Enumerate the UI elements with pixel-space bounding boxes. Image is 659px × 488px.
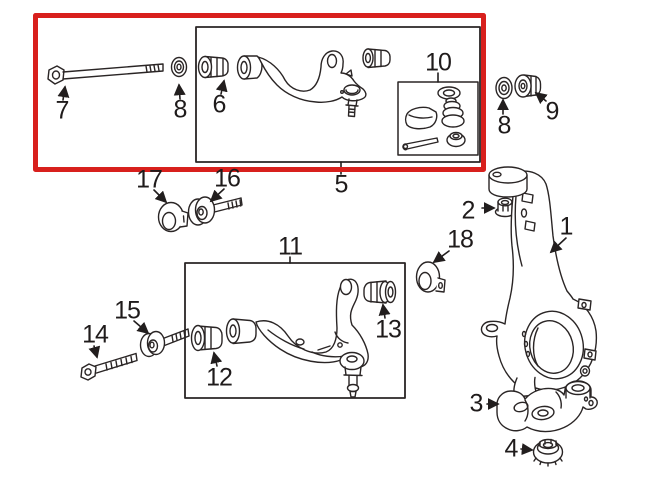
part-9-flange-nut-drawing (514, 74, 542, 98)
part-label-14: 14 (82, 320, 109, 349)
part-3-ball-joint-bracket-drawing (496, 380, 598, 433)
part-16-cam-bolt-drawing (187, 196, 243, 226)
highlight-box (33, 13, 486, 172)
callout-arrows (57, 72, 567, 456)
part-7-long-bolt-drawing (47, 63, 164, 85)
part-10-kit-box (397, 81, 479, 156)
part-17-cam-washer-drawing (157, 201, 189, 233)
part-18-cam-washer-drawing (415, 261, 446, 293)
part-label-4: 4 (504, 434, 519, 463)
part-label-18: 18 (447, 225, 474, 254)
part-label-12: 12 (206, 363, 233, 392)
part-label-6: 6 (212, 90, 227, 119)
part-label-3: 3 (469, 389, 484, 418)
part-label-9: 9 (545, 97, 560, 126)
part-label-13: 13 (375, 315, 402, 344)
part-8b-washer-drawing (495, 76, 513, 100)
part-label-8-right: 8 (497, 111, 512, 140)
part-label-7: 7 (55, 96, 70, 125)
part-label-10: 10 (425, 48, 452, 77)
part-14-bolt-drawing (80, 352, 138, 381)
part-label-1: 1 (559, 212, 574, 241)
part-label-15: 15 (114, 296, 141, 325)
part-label-8-left: 8 (173, 95, 188, 124)
part-label-11: 11 (278, 232, 303, 261)
part-6-bushing-drawing (197, 55, 229, 79)
part-4-lock-nut-drawing (532, 438, 564, 467)
upper-control-arm-drawing (236, 48, 391, 118)
part-15-cam-bolt-drawing (139, 328, 190, 358)
part-12-bushing-drawing (190, 324, 223, 352)
part-13-bushing-drawing (363, 280, 397, 304)
part-label-16: 16 (214, 164, 241, 193)
part-label-5: 5 (334, 170, 349, 199)
lower-control-arm-drawing (225, 278, 369, 398)
part-label-2: 2 (461, 196, 476, 225)
part-8-washer-drawing (170, 56, 188, 78)
part-label-17: 17 (136, 165, 163, 194)
